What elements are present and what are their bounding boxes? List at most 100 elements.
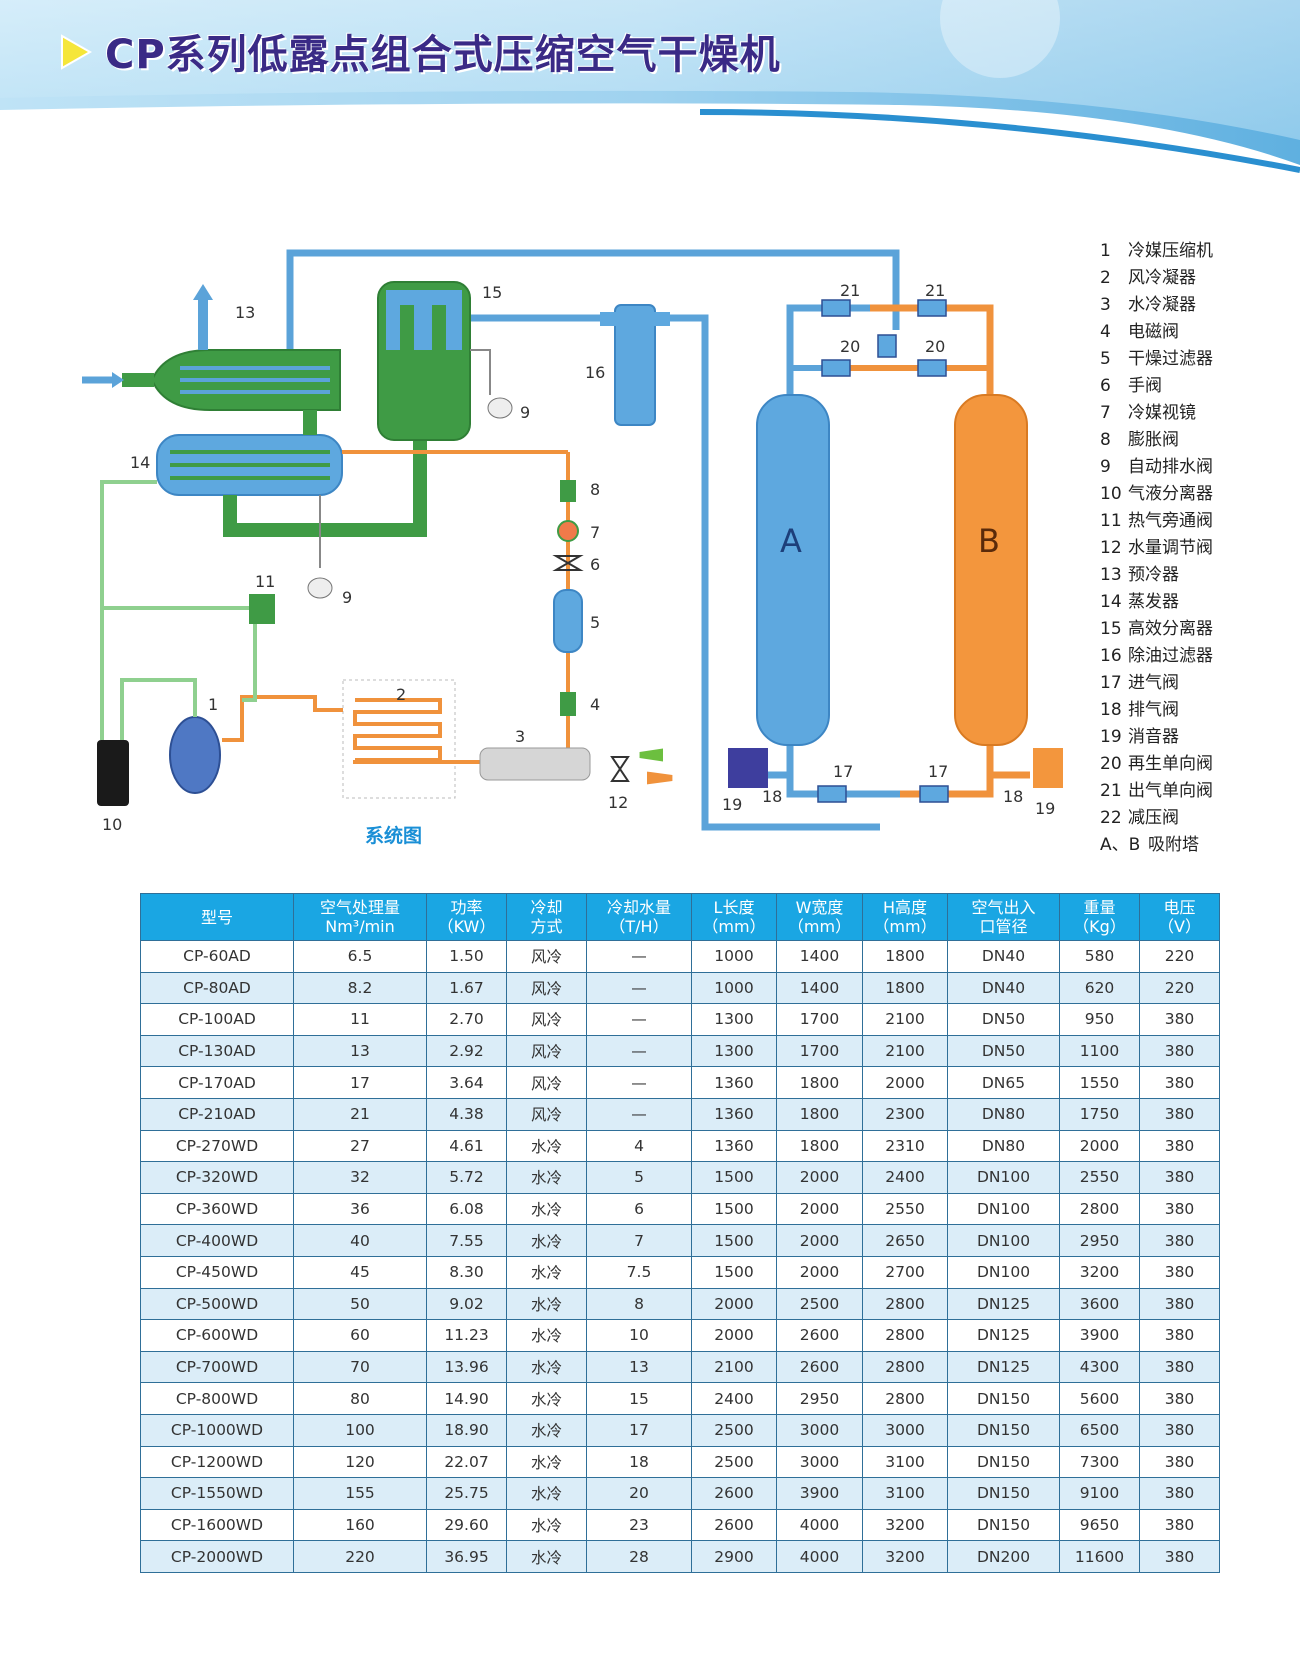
table-cell: 11600 bbox=[1059, 1540, 1140, 1573]
table-cell: 2800 bbox=[1059, 1192, 1140, 1226]
legend-number: 5 bbox=[1100, 349, 1111, 369]
table-cell: 13 bbox=[293, 1034, 427, 1068]
table-cell: CP-800WD bbox=[140, 1382, 294, 1415]
legend-label: 进气阀 bbox=[1128, 673, 1179, 693]
column-header-line: 方式 bbox=[530, 917, 563, 936]
table-cell: DN40 bbox=[947, 971, 1060, 1005]
table-cell: 160 bbox=[293, 1508, 427, 1542]
column-header-line: （Kg） bbox=[1073, 917, 1126, 936]
legend-number: 20 bbox=[1100, 754, 1122, 774]
column-header-line: 口管径 bbox=[979, 917, 1028, 936]
table-cell: 380 bbox=[1139, 1382, 1220, 1415]
table-cell: 2600 bbox=[776, 1319, 863, 1352]
legend-number: 6 bbox=[1100, 376, 1111, 396]
table-cell: 水冷 bbox=[506, 1129, 587, 1163]
table-cell: 2600 bbox=[776, 1350, 863, 1384]
table-cell: 1500 bbox=[691, 1161, 777, 1194]
table-cell: 2100 bbox=[691, 1350, 777, 1384]
table-cell: 水冷 bbox=[506, 1508, 587, 1542]
table-cell: 1000 bbox=[691, 971, 777, 1005]
label-6: 6 bbox=[590, 555, 600, 574]
table-cell: 8.30 bbox=[426, 1255, 507, 1289]
table-cell: 100 bbox=[293, 1413, 427, 1447]
table-cell: 3200 bbox=[862, 1540, 948, 1573]
label-8: 8 bbox=[590, 480, 600, 499]
table-cell: 1500 bbox=[691, 1192, 777, 1226]
legend-number: 9 bbox=[1100, 457, 1111, 477]
table-cell: 380 bbox=[1139, 1003, 1220, 1036]
table-cell: 7300 bbox=[1059, 1445, 1140, 1479]
column-header-line: （mm） bbox=[787, 917, 852, 936]
table-cell: 6.08 bbox=[426, 1192, 507, 1226]
legend-label: 干燥过滤器 bbox=[1128, 349, 1213, 369]
legend-label: 热气旁通阀 bbox=[1128, 511, 1213, 531]
tower-b-label: B bbox=[978, 522, 1000, 560]
table-cell: 25.75 bbox=[426, 1477, 507, 1510]
table-cell: 2550 bbox=[1059, 1161, 1140, 1194]
label-4: 4 bbox=[590, 695, 600, 714]
table-cell: 1400 bbox=[776, 971, 863, 1005]
column-header: 冷却水量（T/H） bbox=[586, 893, 692, 941]
column-header-line: （KW） bbox=[437, 917, 496, 936]
table-cell: 9650 bbox=[1059, 1508, 1140, 1542]
column-header: W宽度（mm） bbox=[776, 893, 863, 941]
table-cell: 2650 bbox=[862, 1224, 948, 1257]
table-cell: 风冷 bbox=[506, 1003, 587, 1036]
column-header-line: L长度 bbox=[713, 898, 755, 917]
sight-glass-icon bbox=[557, 520, 579, 542]
label-17b: 17 bbox=[928, 762, 948, 781]
adsorption-tower-b bbox=[954, 394, 1028, 746]
table-cell: 4.38 bbox=[426, 1097, 507, 1131]
table-cell: 1500 bbox=[691, 1224, 777, 1257]
table-cell: 20 bbox=[586, 1477, 692, 1510]
table-cell: 7.5 bbox=[586, 1255, 692, 1289]
table-cell: CP-2000WD bbox=[140, 1540, 294, 1573]
column-header: L长度（mm） bbox=[691, 893, 777, 941]
table-cell: 水冷 bbox=[506, 1477, 587, 1510]
table-cell: 1800 bbox=[862, 940, 948, 973]
water-out-arrow-icon bbox=[647, 771, 673, 785]
table-cell: 380 bbox=[1139, 1224, 1220, 1257]
column-header-line: 冷却 bbox=[530, 898, 563, 917]
legend-number: 11 bbox=[1100, 511, 1122, 531]
table-cell: 220 bbox=[293, 1540, 427, 1573]
table-cell: 70 bbox=[293, 1350, 427, 1384]
table-cell: 120 bbox=[293, 1445, 427, 1479]
table-cell: 2800 bbox=[862, 1382, 948, 1415]
table-cell: — bbox=[586, 1003, 692, 1036]
table-cell: 380 bbox=[1139, 1287, 1220, 1321]
table-cell: 水冷 bbox=[506, 1192, 587, 1226]
column-header-line: 冷却水量 bbox=[606, 898, 671, 917]
table-cell: 4000 bbox=[776, 1508, 863, 1542]
table-cell: 2400 bbox=[862, 1161, 948, 1194]
table-cell: 水冷 bbox=[506, 1350, 587, 1384]
legend-label: 预冷器 bbox=[1128, 565, 1179, 585]
legend-number: 19 bbox=[1100, 727, 1122, 747]
table-cell: 2500 bbox=[691, 1413, 777, 1447]
table-cell: 10 bbox=[586, 1319, 692, 1352]
column-header-line: （V） bbox=[1158, 917, 1201, 936]
table-cell: 3.64 bbox=[426, 1066, 507, 1099]
table-cell: 17 bbox=[293, 1066, 427, 1099]
column-header-line: 空气处理量 bbox=[319, 898, 400, 917]
table-cell: 水冷 bbox=[506, 1382, 587, 1415]
table-cell: DN200 bbox=[947, 1540, 1060, 1573]
legend-label: 排气阀 bbox=[1128, 700, 1179, 720]
table-cell: 2000 bbox=[691, 1287, 777, 1321]
table-cell: 1100 bbox=[1059, 1034, 1140, 1068]
table-cell: 4 bbox=[586, 1129, 692, 1163]
table-cell: 2000 bbox=[862, 1066, 948, 1099]
table-cell: 2950 bbox=[1059, 1224, 1140, 1257]
table-cell: 1800 bbox=[776, 1097, 863, 1131]
table-cell: 风冷 bbox=[506, 1066, 587, 1099]
table-cell: 620 bbox=[1059, 971, 1140, 1005]
table-cell: DN125 bbox=[947, 1350, 1060, 1384]
table-cell: 13.96 bbox=[426, 1350, 507, 1384]
